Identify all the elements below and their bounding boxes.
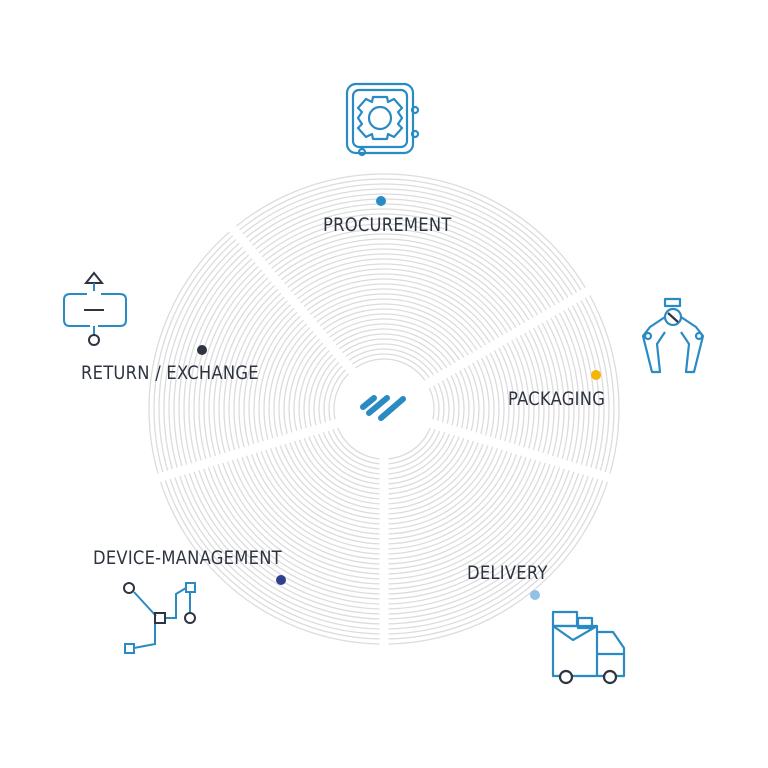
device-management-dot xyxy=(276,575,286,585)
return-exchange-dot xyxy=(197,345,207,355)
segment-divider xyxy=(148,418,340,485)
packaging-dot xyxy=(591,370,601,380)
segment-divider xyxy=(428,418,620,485)
brand-logo-icon xyxy=(360,395,406,421)
procurement-dot xyxy=(376,196,386,206)
robot-claw-icon xyxy=(641,297,705,374)
segment-divider xyxy=(423,282,599,389)
return-exchange-label: RETURN / EXCHANGE xyxy=(81,362,259,384)
delivery-label: DELIVERY xyxy=(467,562,548,584)
node-network-icon xyxy=(123,582,196,654)
procurement-label: PROCUREMENT xyxy=(323,214,452,236)
device-management-label: DEVICE-MANAGEMENT xyxy=(93,547,282,569)
delivery-dot xyxy=(530,590,540,600)
delivery-truck-icon xyxy=(551,610,626,685)
gear-icon xyxy=(345,82,420,157)
center-disc xyxy=(338,363,430,455)
packaging-label: PACKAGING xyxy=(508,388,606,410)
segment-dividers xyxy=(148,218,620,654)
return-loop-icon xyxy=(63,271,127,346)
segment-divider xyxy=(223,218,357,376)
